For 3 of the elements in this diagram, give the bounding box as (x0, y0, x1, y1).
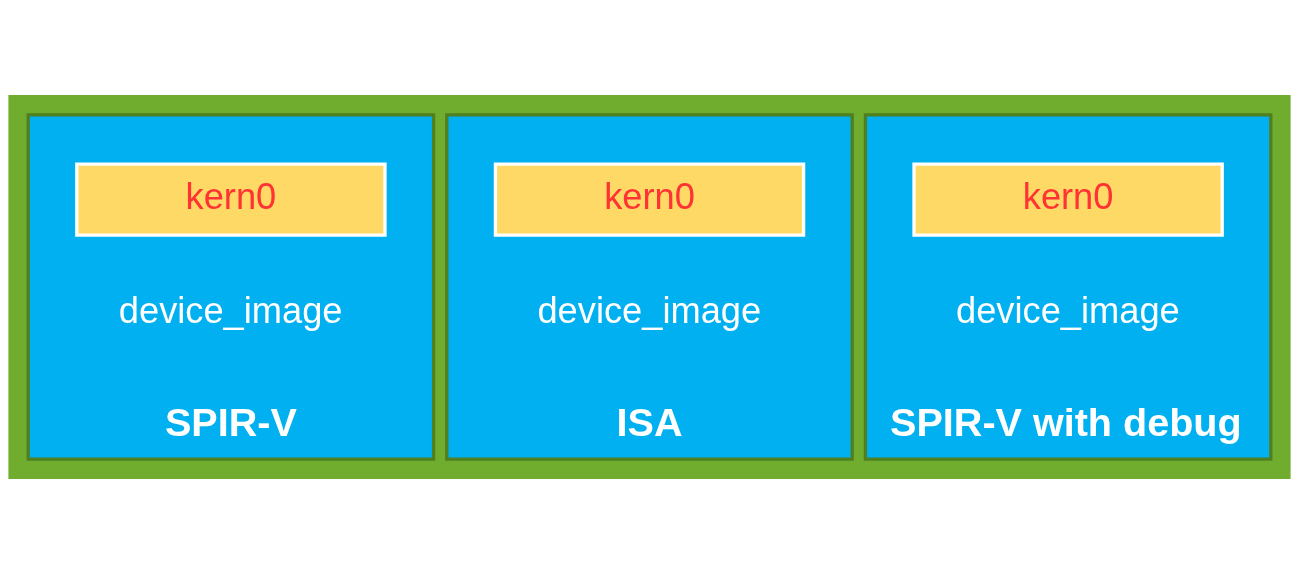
node-box: kern0 (75, 162, 387, 237)
node-box: kern0 (912, 162, 1224, 237)
node-box: kern0 (493, 162, 806, 237)
